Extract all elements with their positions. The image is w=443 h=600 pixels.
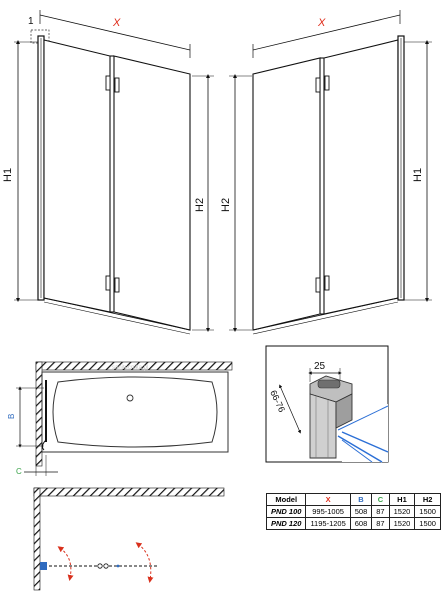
header-h2: H2 xyxy=(414,493,441,506)
hatched-wall-icon xyxy=(35,361,43,467)
header-b: B xyxy=(349,493,373,506)
fixed-panel-left xyxy=(113,55,191,331)
folding-panel-left xyxy=(43,39,111,313)
table-row: PND 100 995-1005 508 87 1520 1500 xyxy=(265,505,441,518)
h1-label-left: H1 xyxy=(2,168,14,182)
table-row: PND 120 1195-1205 608 87 1520 1500 xyxy=(265,517,441,530)
hinge-icon xyxy=(105,75,111,91)
b-label: B xyxy=(7,414,16,419)
folding-panel-right xyxy=(323,39,399,315)
cell-c: 87 xyxy=(371,505,390,518)
fixed-panel-right xyxy=(252,57,321,331)
spec-table: Model X B C H1 H2 PND 100 995-1005 508 8… xyxy=(265,493,441,530)
cell-c: 87 xyxy=(371,517,390,530)
hinge-icon xyxy=(97,563,103,569)
hinge-icon xyxy=(315,277,321,293)
drain xyxy=(126,394,134,402)
h2-label-right: H2 xyxy=(220,198,232,212)
header-model: Model xyxy=(265,493,307,506)
hinge-icon xyxy=(114,77,120,93)
detail-width-label: 25 xyxy=(314,361,326,372)
h2-label-left: H2 xyxy=(194,198,206,212)
header-h1: H1 xyxy=(388,493,416,506)
header-c: C xyxy=(371,493,390,506)
cell-h1: 1520 xyxy=(388,517,416,530)
cell-x: 995-1005 xyxy=(305,505,351,518)
hinge-icon xyxy=(324,75,330,91)
x-dimension-line-left xyxy=(39,14,191,51)
bathtub-basin xyxy=(52,376,218,448)
hinge-icon xyxy=(114,277,120,293)
x-label-right: X xyxy=(317,17,326,29)
cell-b: 608 xyxy=(349,517,373,530)
swing-arrow-icon xyxy=(57,546,74,581)
swing-plan-view xyxy=(33,487,225,591)
cell-h2: 1500 xyxy=(414,517,441,530)
right-front-view: X H2 H1 xyxy=(220,10,432,335)
bathtub-plan-view: sanitecnika.pl B C xyxy=(7,361,233,476)
hinge-icon xyxy=(324,275,330,291)
corner-mark-label: 1 xyxy=(28,16,34,27)
hinge-icon xyxy=(103,563,109,569)
x-label-left: X xyxy=(112,17,121,29)
cell-h2: 1500 xyxy=(414,505,441,518)
watermark-text: sanitecnika.pl xyxy=(112,365,148,371)
left-front-view: X 1 H1 H2 xyxy=(2,10,214,335)
header-x: X xyxy=(305,493,351,506)
hinge-icon xyxy=(105,275,111,291)
glass-pane-detail xyxy=(338,404,388,462)
cell-model: PND 100 xyxy=(265,505,307,518)
x-dimension-line-right xyxy=(252,14,401,51)
cell-model: PND 120 xyxy=(265,517,307,530)
cell-x: 1195-1205 xyxy=(305,517,351,530)
table-header-row: Model X B C H1 H2 xyxy=(265,493,441,506)
hatched-wall-icon xyxy=(33,487,41,591)
h1-label-right: H1 xyxy=(412,168,424,182)
hinge-icon xyxy=(315,77,321,93)
hatched-wall-icon xyxy=(33,487,225,497)
cell-h1: 1520 xyxy=(388,505,416,518)
profile-detail: 25 66-76 xyxy=(265,345,389,463)
cell-b: 508 xyxy=(349,505,373,518)
swing-arrow-icon xyxy=(135,542,154,583)
c-label: C xyxy=(16,467,22,476)
